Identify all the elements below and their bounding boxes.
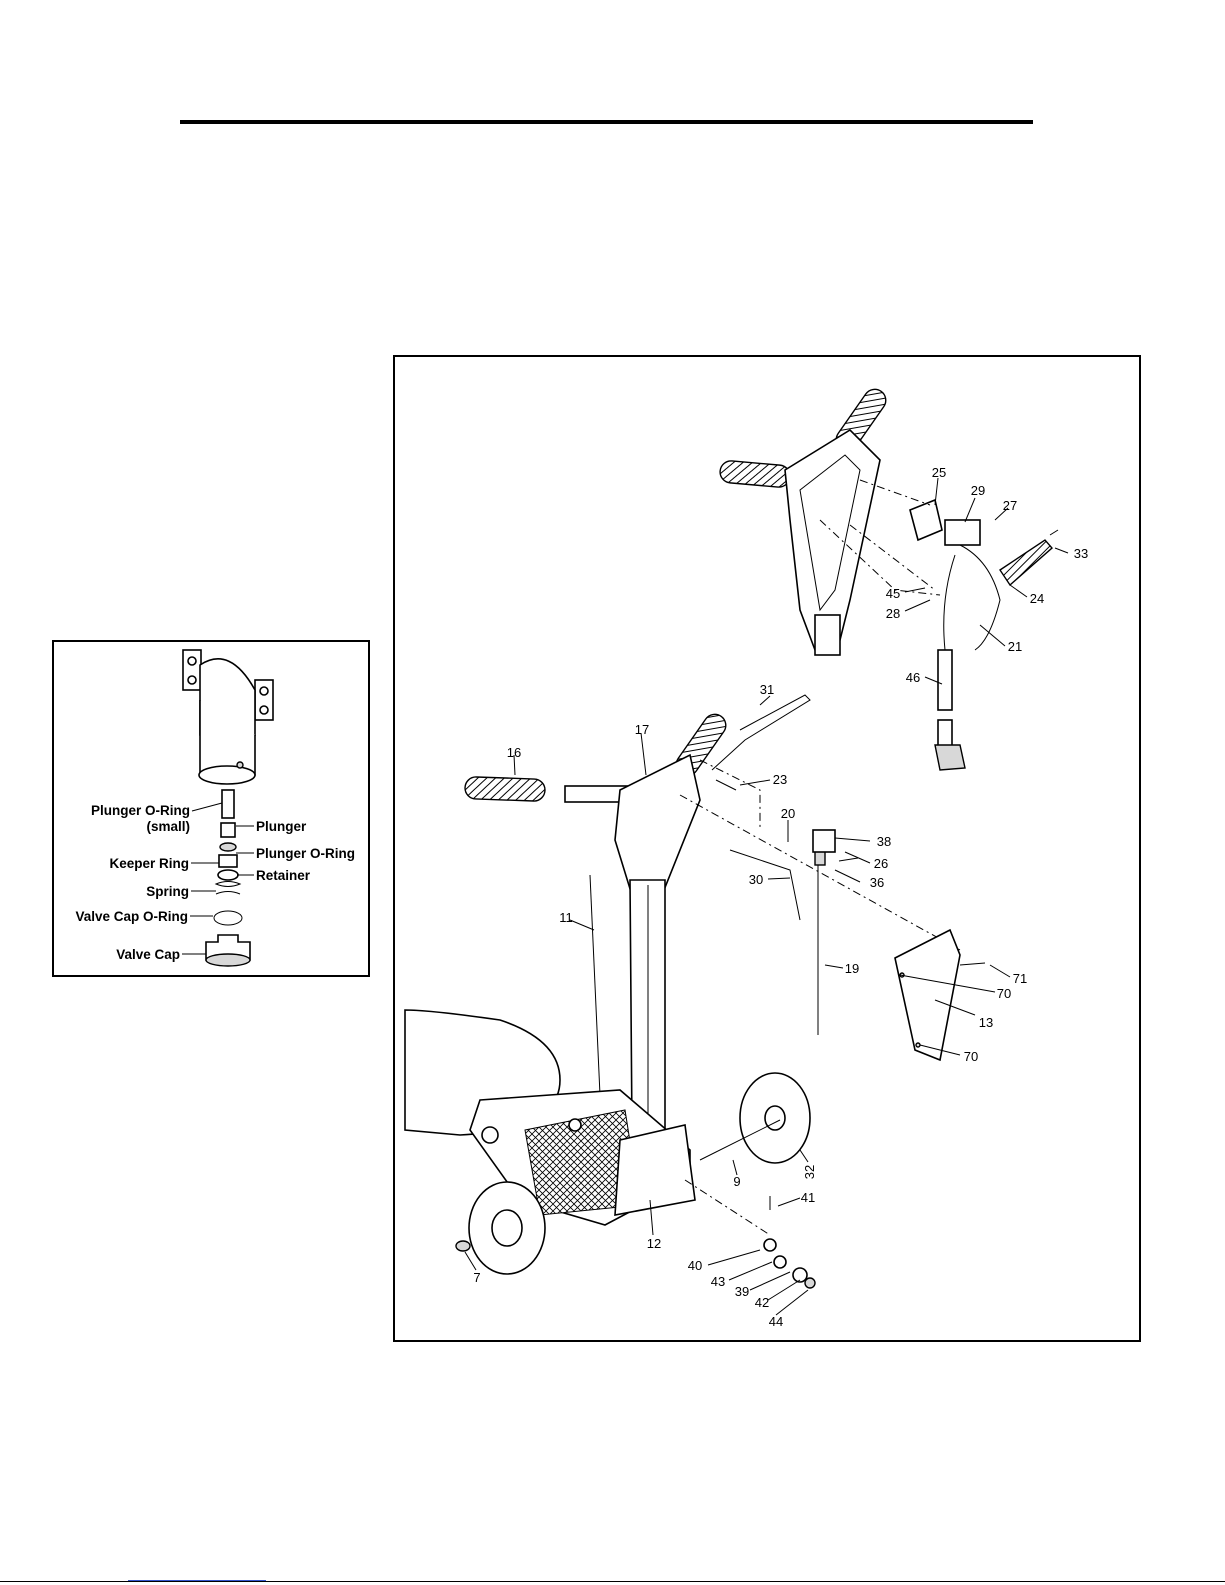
callout-13: 13 [979, 1015, 993, 1030]
callout-31: 31 [760, 682, 774, 697]
callout-28: 28 [886, 606, 900, 621]
callout-46: 46 [906, 670, 920, 685]
cover-plate [895, 930, 960, 1060]
callout-32: 32 [802, 1165, 817, 1179]
callout-43: 43 [711, 1274, 725, 1289]
label-plunger-o-ring: Plunger O-Ring [256, 846, 355, 861]
callout-26: 26 [874, 856, 888, 871]
callout-36: 36 [870, 875, 884, 890]
footer-rule [0, 1581, 1225, 1582]
inset-labels: Plunger O-Ring (small) Plunger Plunger O… [75, 803, 355, 962]
label-plunger: Plunger [256, 819, 307, 834]
callout-23: 23 [773, 772, 787, 787]
callout-70-upper: 70 [997, 986, 1011, 1001]
label-plunger-o-ring-small: Plunger O-Ring [91, 803, 190, 818]
callout-45: 45 [886, 586, 900, 601]
label-small: (small) [146, 819, 190, 834]
label-keeper-ring: Keeper Ring [109, 856, 189, 871]
callout-44: 44 [769, 1314, 783, 1329]
callout-40: 40 [688, 1258, 702, 1273]
label-valve-cap: Valve Cap [116, 947, 180, 962]
callout-41: 41 [801, 1190, 815, 1205]
callout-21: 21 [1008, 639, 1022, 654]
callout-38: 38 [877, 834, 891, 849]
callout-39: 39 [735, 1284, 749, 1299]
callout-71: 71 [1013, 971, 1027, 986]
callout-20: 20 [781, 806, 795, 821]
callout-29: 29 [971, 483, 985, 498]
callout-7: 7 [473, 1270, 480, 1285]
switch-and-cord-assembly [910, 500, 1058, 770]
callout-9: 9 [733, 1174, 740, 1189]
label-retainer: Retainer [256, 868, 311, 883]
callout-11: 11 [559, 910, 573, 925]
callout-16: 16 [507, 745, 521, 760]
valve-assembly-illustration [182, 650, 273, 966]
callout-30: 30 [749, 872, 763, 887]
callout-42: 42 [755, 1295, 769, 1310]
callout-19: 19 [845, 961, 859, 976]
callout-12: 12 [647, 1236, 661, 1251]
label-valve-cap-o-ring: Valve Cap O-Ring [75, 909, 188, 924]
callout-24: 24 [1030, 591, 1044, 606]
callout-33: 33 [1074, 546, 1088, 561]
bottom-hardware [764, 1196, 815, 1288]
upper-handle-head [719, 385, 890, 655]
callout-27: 27 [1003, 498, 1017, 513]
callout-17: 17 [635, 722, 649, 737]
callout-25: 25 [932, 465, 946, 480]
label-spring: Spring [146, 884, 189, 899]
callout-70-lower: 70 [964, 1049, 978, 1064]
